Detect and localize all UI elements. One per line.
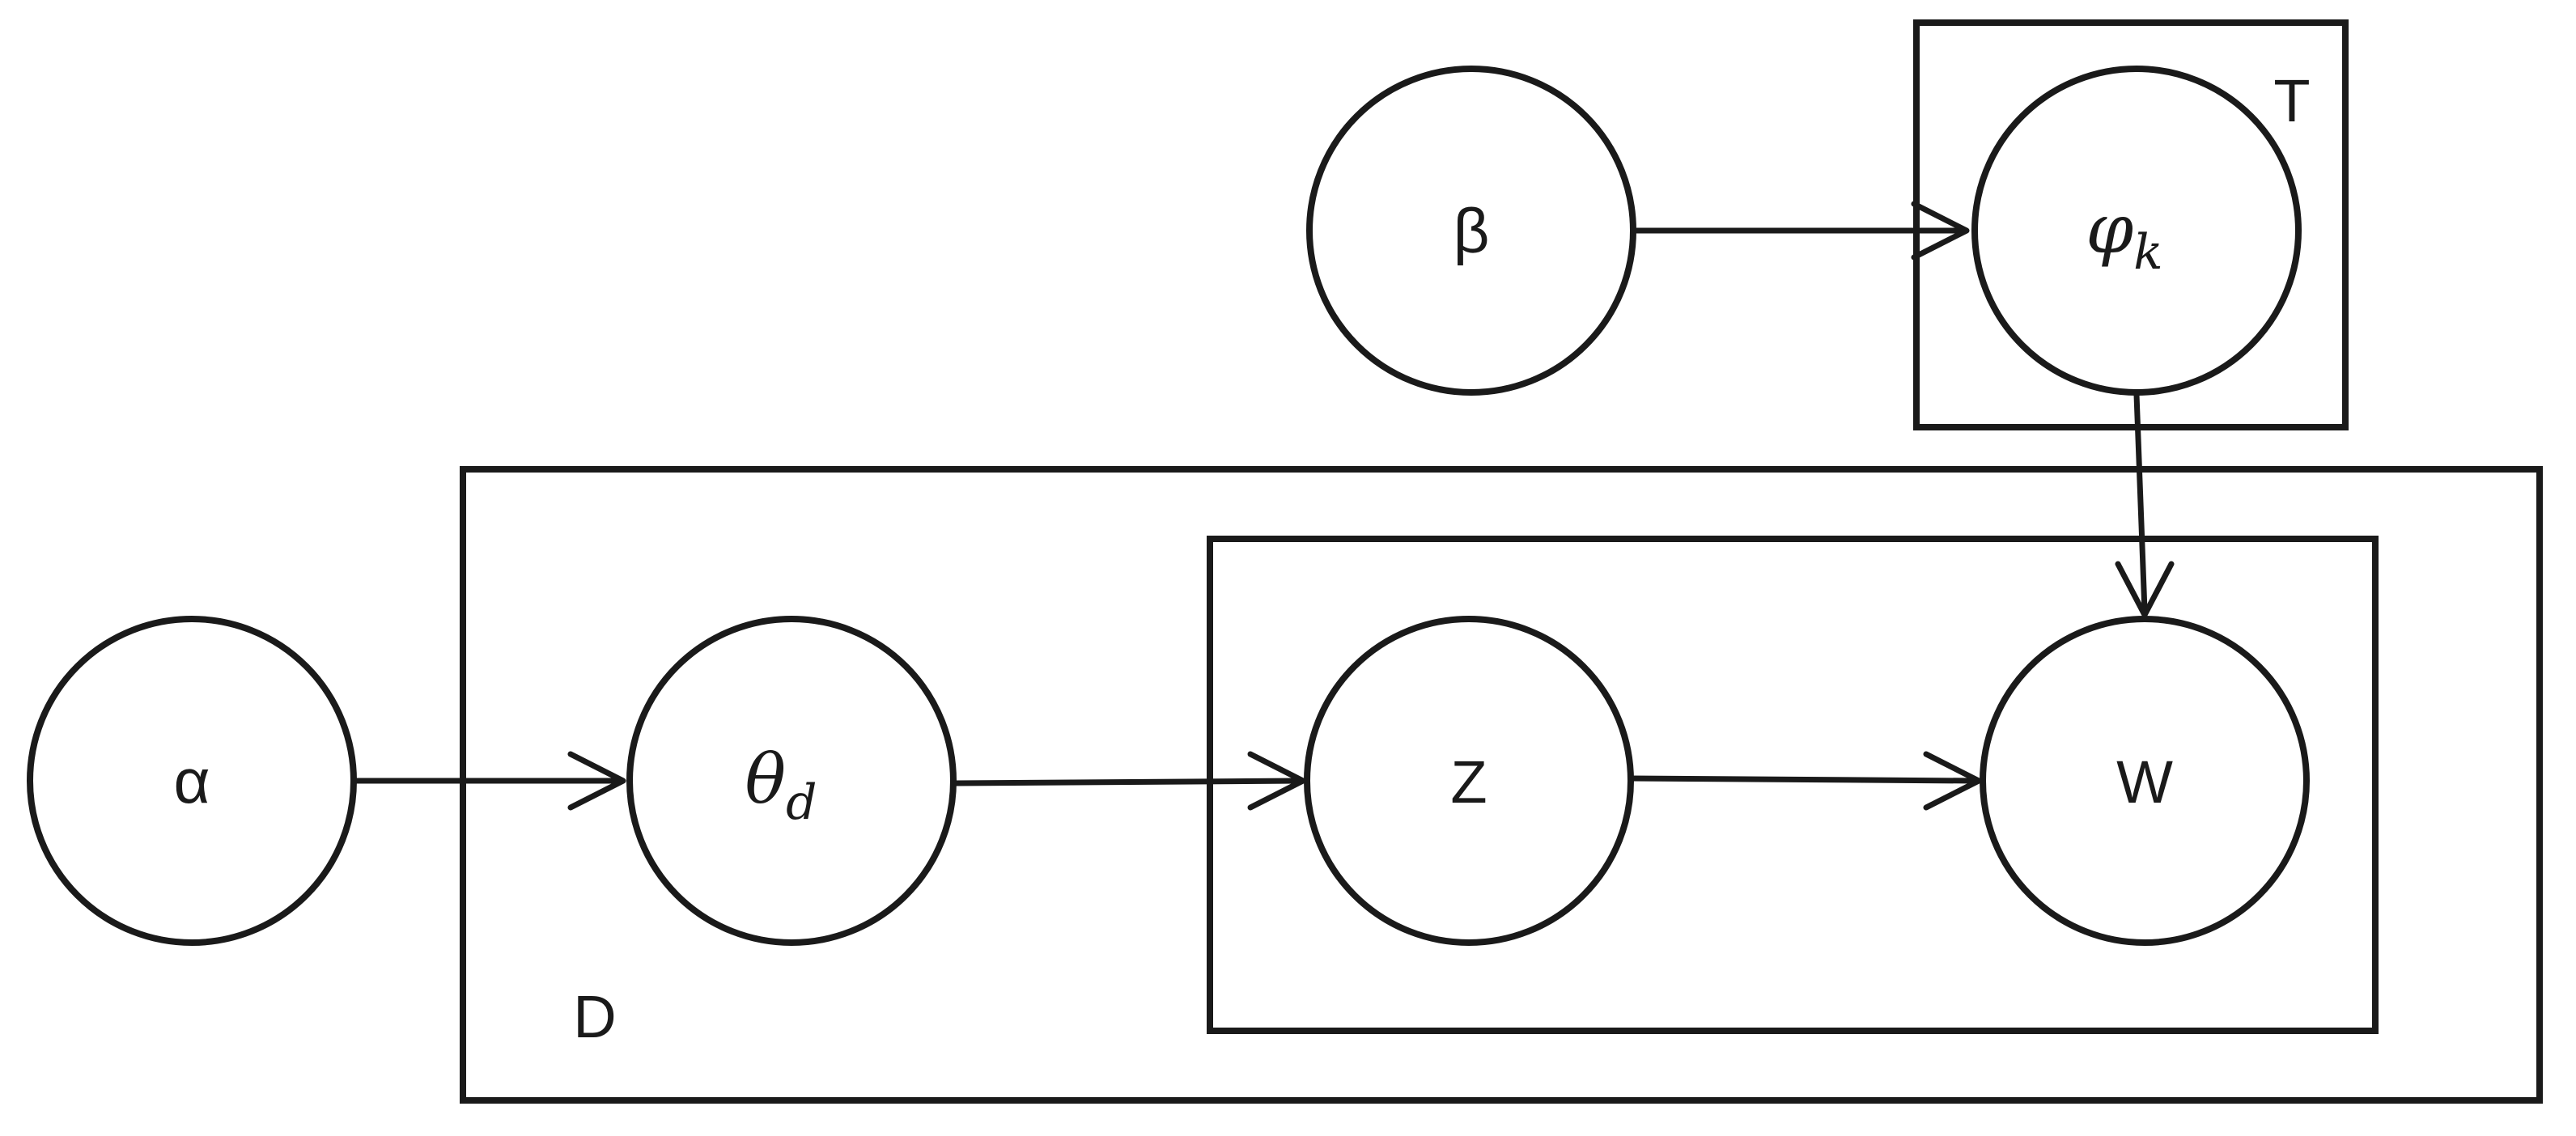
plate-documents: D <box>460 466 2543 1104</box>
plate-topics-label: T <box>2273 67 2310 134</box>
node-phi: φk <box>1971 66 2302 396</box>
plate-words <box>1207 536 2379 1034</box>
edge-theta-z <box>954 751 1306 811</box>
node-phi-subscript: k <box>2133 224 2162 281</box>
edge-z-w <box>1630 751 1982 811</box>
edge-alpha-theta <box>354 751 626 811</box>
node-phi-label: φk <box>2086 189 2162 281</box>
node-w: W <box>1980 616 2310 946</box>
node-theta-symbol: θ <box>745 740 787 819</box>
node-theta: θd <box>626 616 957 946</box>
node-phi-symbol: φ <box>2086 189 2133 269</box>
node-alpha-label: α <box>173 745 210 816</box>
node-alpha: α <box>27 616 357 946</box>
node-theta-subscript: d <box>786 774 817 831</box>
node-z-label: Z <box>1450 748 1487 816</box>
node-theta-label: θd <box>745 740 817 831</box>
plate-documents-label: D <box>573 983 616 1050</box>
plate-topics: T <box>1913 19 2349 430</box>
node-w-label: W <box>2116 748 2173 816</box>
node-beta-label: β <box>1454 195 1490 266</box>
edge-phi-w <box>2115 394 2175 618</box>
node-z: Z <box>1304 616 1634 946</box>
edge-beta-phi <box>1635 201 1970 261</box>
node-beta: β <box>1306 66 1636 396</box>
